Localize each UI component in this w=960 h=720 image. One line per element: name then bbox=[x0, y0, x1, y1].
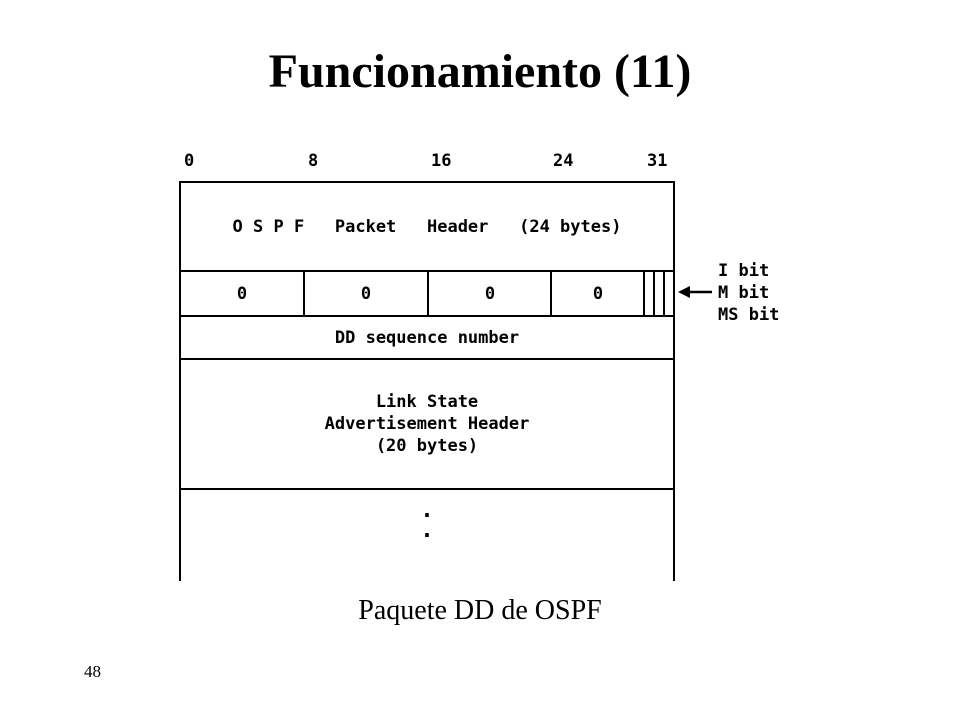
divider bbox=[181, 358, 673, 360]
divider bbox=[181, 270, 673, 272]
page-number: 48 bbox=[84, 662, 101, 681]
m-bit-cell-divider bbox=[653, 272, 655, 315]
bit-scale-0: 0 bbox=[184, 151, 195, 171]
ellipsis-dot: . bbox=[420, 498, 434, 523]
flag-bits-legend: I bit M bit MS bit bbox=[718, 260, 779, 326]
dd-sequence-label: DD sequence number bbox=[334, 327, 520, 348]
options-row: 0 0 0 0 bbox=[181, 272, 673, 315]
i-bit-label: I bit bbox=[718, 261, 770, 281]
dd-packet-diagram: O S P F Packet Header (24 bytes) 0 0 0 0… bbox=[179, 181, 675, 581]
ms-bit-cell-divider bbox=[663, 272, 665, 315]
lsa-header-line: (20 bytes) bbox=[375, 436, 479, 456]
ospf-header-field: O S P F Packet Header (24 bytes) bbox=[181, 183, 673, 270]
ms-bit-label: MS bit bbox=[718, 305, 780, 325]
divider bbox=[181, 488, 673, 490]
divider bbox=[303, 272, 305, 315]
bit-scale-24: 24 bbox=[553, 151, 574, 171]
i-bit-cell-divider bbox=[643, 272, 645, 315]
zero-field: 0 bbox=[484, 283, 496, 304]
continuation-field: . . bbox=[181, 495, 673, 547]
arrow-left-icon bbox=[678, 286, 712, 298]
zero-field: 0 bbox=[236, 283, 248, 304]
zero-field: 0 bbox=[360, 283, 372, 304]
bit-scale-16: 16 bbox=[431, 151, 452, 171]
lsa-header-line: Link State bbox=[375, 392, 479, 412]
ospf-header-label: O S P F Packet Header (24 bytes) bbox=[232, 216, 622, 237]
bit-scale-8: 8 bbox=[308, 151, 319, 171]
slide-title: Funcionamiento (11) bbox=[268, 45, 692, 98]
ellipsis-dot: . bbox=[420, 518, 434, 543]
zero-field: 0 bbox=[592, 283, 604, 304]
divider bbox=[181, 315, 673, 317]
bit-scale-31: 31 bbox=[647, 151, 668, 171]
divider bbox=[550, 272, 552, 315]
m-bit-label: M bit bbox=[718, 283, 770, 303]
lsa-header-field: Link State Advertisement Header (20 byte… bbox=[181, 360, 673, 488]
lsa-header-line: Advertisement Header bbox=[324, 414, 530, 434]
figure-caption: Paquete DD de OSPF bbox=[358, 595, 602, 626]
divider bbox=[427, 272, 429, 315]
dd-sequence-field: DD sequence number bbox=[181, 317, 673, 358]
